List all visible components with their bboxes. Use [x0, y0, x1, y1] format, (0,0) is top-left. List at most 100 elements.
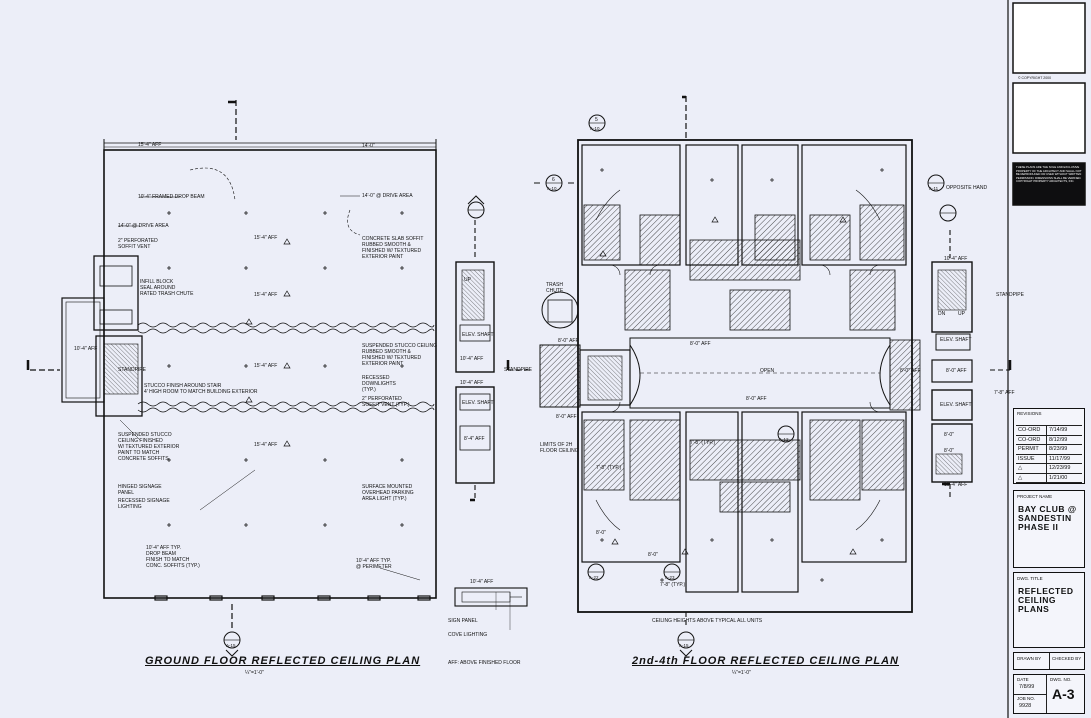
ground-label-susp-stucco-right: SUSPENDED STUCCO CEILING RUBBED SMOOTH &…	[362, 343, 438, 367]
ground-label-perf-soffit-2: 2" PERFORATED SOFFIT VENT (TYP.)	[362, 396, 410, 408]
ground-label-perf-soffit: 2" PERFORATED SOFFIT VENT	[118, 238, 158, 250]
checked-by-label: CHECKED BY	[1052, 656, 1082, 661]
aff-note: AFF: ABOVE FINISHED FLOOR	[448, 660, 521, 666]
project-name-label: PROJECT NAME	[1017, 494, 1053, 499]
drawing-title-block: DWG. TITLE REFLECTED CEILING PLANS	[1013, 572, 1085, 648]
upper-label-aff-8-0-d: 8'-0" AFF	[900, 368, 921, 374]
ground-label-aff-8-4: 8'-4" AFF	[464, 436, 485, 442]
detail-label-sign-panel: SIGN PANEL	[448, 618, 478, 624]
ground-label-drop-beam-typ: 10'-4" AFF TYP. DROP BEAM FINISH TO MATC…	[146, 545, 200, 569]
notice-text: THESE PLANS ARE THE SOLE AND EXCLUSIVE P…	[1016, 165, 1082, 184]
upper-label-dim-7-8-low: 7'-8" (TYP.)	[690, 440, 716, 446]
marker-a11: A-11	[929, 186, 939, 191]
ground-label-standpipe: STANDPIPE	[118, 367, 146, 373]
upper-label-aff-10-4-r2: 10'-4" AFF	[944, 482, 968, 488]
project-name-block: PROJECT NAME BAY CLUB @ SANDESTIN PHASE …	[1013, 490, 1085, 568]
marker-a22: A-22	[589, 575, 599, 580]
upper-label-standpipe-r: STANDPIPE	[996, 292, 1024, 298]
ground-label-aff-top: 15'-4" AFF	[138, 142, 162, 148]
drawn-checked-block: DRAWN BY CHECKED BY	[1013, 652, 1085, 670]
ground-label-recessed-sign: RECESSED SIGNAGE LIGHTING	[118, 498, 170, 510]
upper-label-aff-8-0-f: 8'-0" AFF	[556, 414, 577, 420]
marker-a23: A-23	[665, 575, 675, 580]
copyright-text: © COPYRIGHT 2000	[1018, 76, 1052, 80]
upper-label-dim-7-8-top: 7'-8" (TYP.)	[660, 582, 686, 588]
ground-label-up: UP	[464, 277, 471, 283]
dwg-no-value: A-3	[1052, 686, 1075, 702]
ground-label-aff-left: 10'-4" AFF	[74, 346, 98, 352]
ground-label-recessed-down: RECESSED DOWNLIGHTS (TYP.)	[362, 375, 396, 393]
date-value: 7/8/99	[1019, 684, 1035, 690]
ground-floor-plan	[26, 100, 528, 657]
ground-label-concrete-soffit: CONCRETE SLAB SOFFIT RUBBED SMOOTH & FIN…	[362, 236, 424, 260]
job-value: 9928	[1019, 703, 1032, 709]
upper-label-aff-8-0-s2: 8'-0"	[944, 448, 954, 454]
upper-label-opposite-hand: OPPOSITE HAND	[946, 185, 988, 191]
ground-label-hinged: HINGED SIGNAGE PANEL	[118, 484, 162, 496]
ground-label-dim-14: 14'-0"	[362, 143, 375, 149]
upper-floor-scale: ¼"=1'-0"	[732, 670, 751, 676]
project-name: BAY CLUB @ SANDESTIN PHASE II	[1018, 504, 1077, 532]
upper-floor-plan	[506, 95, 1012, 657]
revision-row: △12/23/99	[1016, 464, 1082, 474]
marker-six: 6	[552, 177, 555, 183]
detail-label-cove: COVE LIGHTING	[448, 632, 488, 638]
ground-floor-title: GROUND FLOOR REFLECTED CEILING PLAN	[145, 655, 421, 667]
ground-label-perimeter: 10'-4" AFF TYP. @ PERIMETER	[356, 558, 392, 570]
upper-label-dim-7-8-typ: 7'-8" (TYP.)	[596, 465, 622, 471]
drawn-by-label: DRAWN BY	[1017, 656, 1042, 661]
ground-label-elev-shaft-1: ELEV. SHAFT	[462, 332, 494, 338]
marker-a10-left: A-10	[547, 186, 557, 191]
upper-label-dim-8-0-low: 8'-0"	[596, 530, 606, 536]
upper-label-dim-8-0-low2: 8'-0"	[648, 552, 658, 558]
ground-label-aff-c: 15'-4" AFF	[254, 363, 278, 369]
ground-label-drive-area-2: 14'-0" @ DRIVE AREA	[362, 193, 413, 199]
upper-label-aff-8-0-b: 8'-0" AFF	[690, 341, 711, 347]
upper-label-aff-7-8-r: 7'-8" AFF	[994, 390, 1015, 396]
upper-label-aff-8-0-s1: 8'-0"	[944, 432, 954, 438]
upper-label-open: OPEN	[760, 368, 775, 374]
upper-label-limits: LIMITS OF 2H FLOOR CEILING	[540, 442, 579, 454]
ground-label-drive-area-1: 14'-0" @ DRIVE AREA	[118, 223, 169, 229]
ground-label-aff-10-4-b: 10'-4" AFF	[460, 380, 484, 386]
ceiling-note: CEILING HEIGHTS ABOVE TYPICAL ALL UNITS	[652, 618, 763, 624]
dwg-title: REFLECTED CEILING PLANS	[1018, 586, 1074, 614]
ground-label-aff-a: 15'-4" AFF	[254, 235, 278, 241]
ground-label-susp-stucco-left: SUSPENDED STUCCO CEILING FINISHED W/ TEX…	[118, 432, 180, 462]
upper-label-aff-8-0-c: 8'-0" AFF	[746, 396, 767, 402]
upper-label-dn: DN	[938, 311, 946, 317]
ground-label-aff-d: 15'-4" AFF	[254, 442, 278, 448]
date-job-block: DATE 7/8/99 JOB No. 9928 DWG. No. A-3	[1013, 674, 1085, 714]
upper-label-standpipe-l: STANDPIPE	[504, 367, 532, 373]
marker-a10-top: A-10	[590, 126, 600, 131]
ground-label-aff-b: 15'-4" AFF	[254, 292, 278, 298]
upper-label-aff-8-0-a: 8'-0" AFF	[558, 338, 579, 344]
marker-ground-bottom: A-15	[226, 643, 236, 648]
ground-label-aff-10-4-a: 10'-4" AFF	[460, 356, 484, 362]
marker-five: 5	[595, 117, 598, 123]
marker-a12: A-12	[779, 437, 789, 442]
upper-floor-title: 2nd-4th FLOOR REFLECTED CEILING PLAN	[632, 655, 899, 667]
ground-floor-scale: ¼"=1'-0"	[245, 670, 264, 676]
ground-label-elev-shaft-2: ELEV. SHAFT	[462, 400, 494, 406]
job-label: JOB No.	[1017, 696, 1036, 701]
revisions-label: REVISIONS	[1017, 411, 1042, 416]
date-label: DATE	[1017, 677, 1029, 682]
detail-label-aff: 10'-4" AFF	[470, 579, 494, 585]
upper-label-elev-shaft-1: ELEV. SHAFT	[940, 337, 972, 343]
upper-label-aff-8-0-e: 8'-0" AFF	[946, 368, 967, 374]
upper-label-aff-10-4-r: 10'-4" AFF	[944, 256, 968, 262]
upper-label-trash: TRASH CHUTE	[546, 282, 564, 294]
upper-label-up: UP	[958, 311, 965, 317]
dwg-no-label: DWG. No.	[1050, 677, 1072, 682]
ground-label-infill: INFILL BLOCK SEAL AROUND RATED TRASH CHU…	[140, 279, 194, 297]
ground-label-drop-beam: 10'-4" FRAMED DROP BEAM	[138, 194, 205, 200]
upper-label-elev-shaft-2: ELEV. SHAFT	[940, 402, 972, 408]
